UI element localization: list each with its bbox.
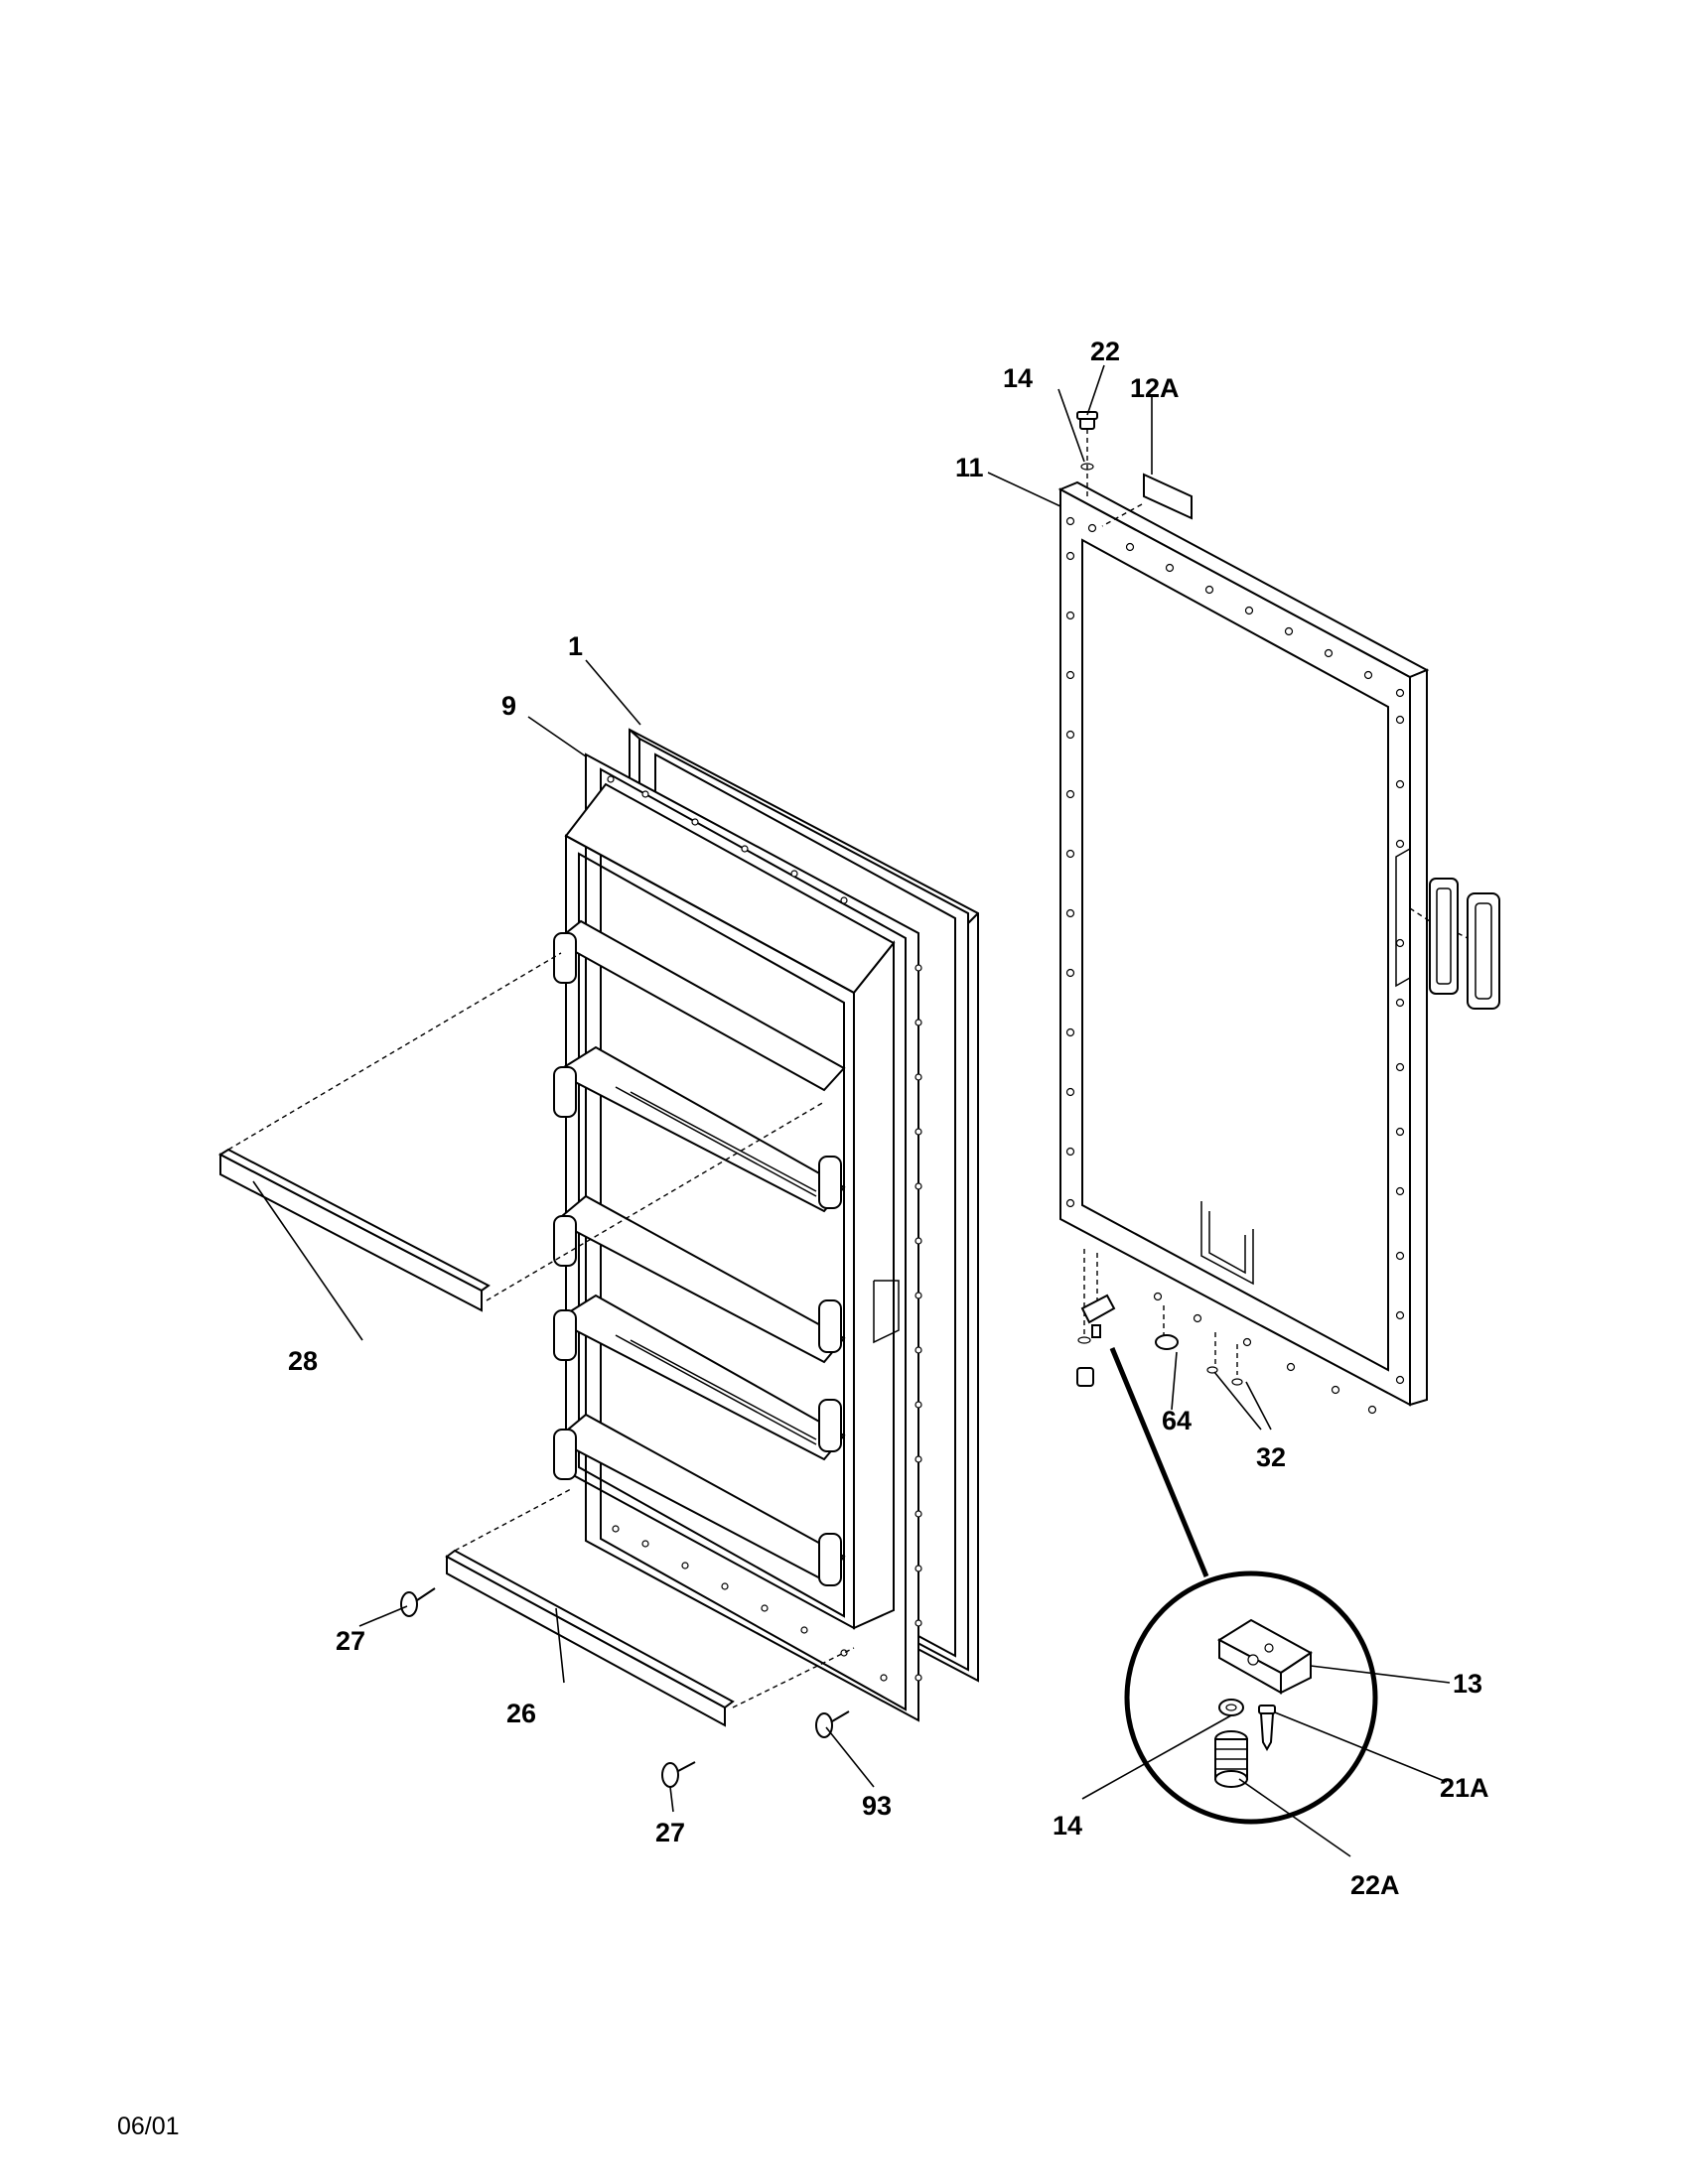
callout-labels: 1 9 11 12A 14 22 28 64 32 27 26 27 93 13… (288, 337, 1489, 1900)
shelf-row-1 (553, 919, 846, 1092)
callout-26: 26 (506, 1699, 536, 1728)
outer-panel-holes (1065, 516, 1405, 1415)
leader-lines (252, 364, 1451, 1857)
footer-date-code: 06/01 (117, 2113, 180, 2140)
callout-1: 1 (568, 631, 583, 661)
liner-screw-holes (607, 775, 922, 1682)
callout-21a: 21A (1440, 1773, 1489, 1803)
push-pin-27-upper (400, 1587, 436, 1617)
hinge-detail-view (1109, 1347, 1378, 1825)
callout-12a: 12A (1130, 373, 1180, 403)
label-12a-part (1101, 473, 1193, 527)
shelf-rail-28 (217, 952, 825, 1312)
shelf-row-2 (553, 1045, 846, 1213)
top-hinge-hardware (1076, 411, 1098, 496)
callout-27-upper: 27 (336, 1626, 365, 1656)
callout-14-top: 14 (1003, 363, 1033, 393)
callout-22: 22 (1090, 337, 1120, 366)
push-pin-93 (815, 1710, 850, 1738)
callout-28: 28 (288, 1346, 318, 1376)
callout-11: 11 (955, 453, 984, 482)
callout-22a: 22A (1350, 1870, 1400, 1900)
outer-door-panel (1057, 480, 1430, 1415)
callout-27-lower: 27 (655, 1818, 685, 1847)
shelf-row-5 (553, 1413, 846, 1586)
shelf-row-4 (553, 1294, 846, 1461)
push-pin-27-lower (661, 1761, 696, 1788)
door-interior-shelves (553, 782, 900, 1630)
shelf-row-3 (553, 1194, 846, 1364)
callout-64: 64 (1162, 1406, 1192, 1435)
callout-93: 93 (862, 1791, 892, 1821)
callout-14-detail: 14 (1053, 1811, 1082, 1841)
bottom-hinge-hardware (1076, 1249, 1243, 1387)
door-handle (1409, 878, 1500, 1010)
callout-32: 32 (1256, 1442, 1286, 1472)
callout-9: 9 (501, 691, 516, 721)
callout-13: 13 (1453, 1669, 1482, 1699)
bottom-rail-26 (445, 1488, 855, 1727)
